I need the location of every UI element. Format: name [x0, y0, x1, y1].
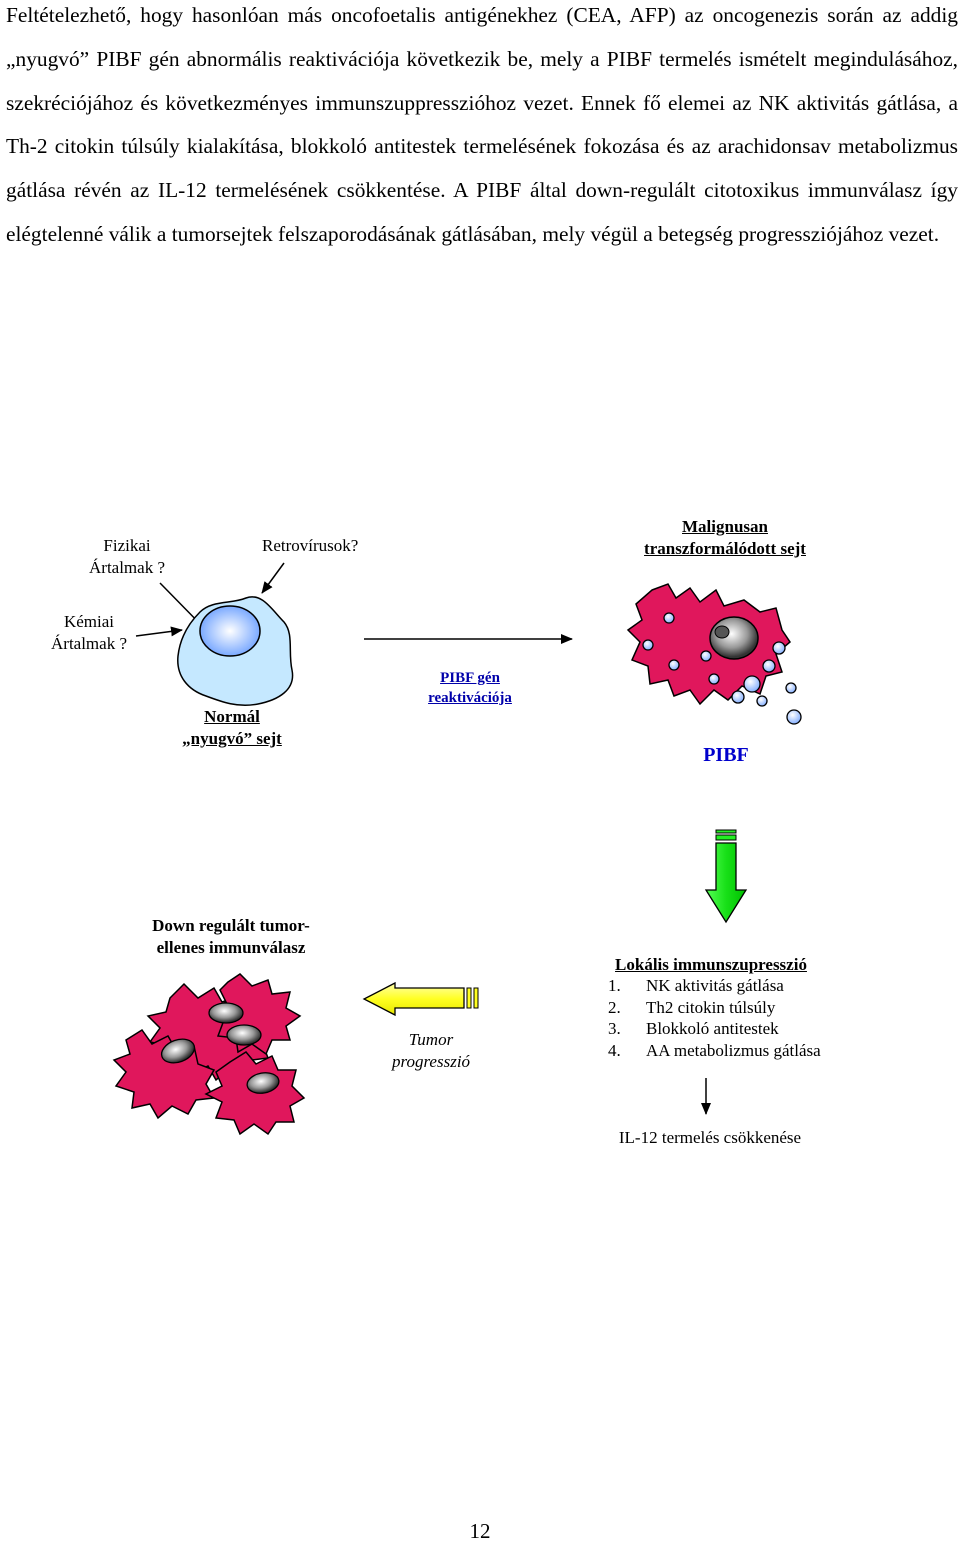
local-immunosuppression-label: Lokális immunszupresszió [615, 955, 807, 974]
tumor-cluster-nuclei [160, 1002, 280, 1094]
pibf-label: PIBF [703, 744, 749, 766]
retrovirus-arrow [261, 562, 285, 594]
retrovirus-label: Retrovírusok? [262, 536, 359, 555]
green-down-arrow [704, 829, 748, 924]
normal-nucleus [199, 605, 261, 657]
pibf-dots [642, 612, 802, 725]
downregulated-label: Down regulált tumor-ellenes immunválasz [152, 916, 310, 957]
local-immunosuppression-list: 1.NK aktivitás gátlása 2.Th2 citokin túl… [606, 975, 821, 1061]
list-item: 1.NK aktivitás gátlása [608, 976, 784, 995]
chemical-arrow [135, 626, 183, 637]
malignant-nucleus [709, 616, 759, 660]
normal-cell-label: Normál„nyugvó” sejt [182, 707, 282, 748]
list-item: 4.AA metabolizmus gátlása [608, 1040, 821, 1060]
il12-label: IL-12 termelés csökkenése [618, 1128, 802, 1147]
list-item: 3.Blokkoló antitestek [608, 1019, 779, 1038]
page-number: 12 [469, 1519, 491, 1543]
list-item: 2.Th2 citokin túlsúly [608, 997, 776, 1017]
tumor-cluster [112, 973, 306, 1136]
malignant-nucleus-core [714, 625, 730, 639]
body-paragraph: Feltételezhető, hogy hasonlóan más oncof… [6, 3, 958, 246]
yellow-left-arrow [362, 981, 479, 1017]
